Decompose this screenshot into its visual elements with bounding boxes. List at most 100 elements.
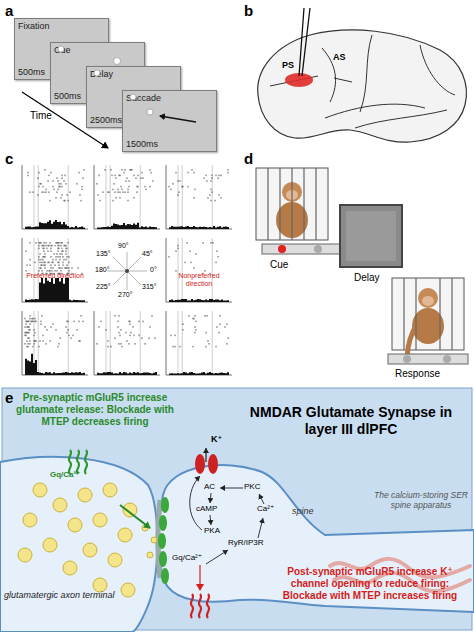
fixation-dot	[130, 94, 136, 100]
postsynaptic-mglur5	[191, 594, 209, 618]
cascade-arrow	[259, 494, 264, 504]
nmda-receptors	[158, 497, 169, 584]
region-label: AS	[333, 52, 353, 63]
raster-axes	[166, 238, 232, 302]
raster-axes	[166, 165, 232, 229]
raster-group	[22, 165, 232, 375]
signal-label: PKC	[244, 482, 268, 492]
signal-label: AC	[204, 482, 224, 492]
cage-bars	[268, 168, 316, 240]
electrode	[299, 8, 310, 76]
spike-histogram	[97, 223, 157, 229]
epoch-name: Fixation	[18, 21, 50, 31]
food-well	[314, 245, 322, 253]
cue-dot	[114, 58, 121, 65]
cage	[392, 278, 464, 350]
pointer-arrow	[199, 565, 200, 590]
dendritic-spine	[159, 465, 474, 612]
epoch-marker	[106, 165, 140, 229]
direction-label: 135°	[96, 250, 118, 258]
vesicle	[108, 553, 122, 567]
monkey-face	[422, 296, 434, 306]
receptor	[159, 515, 167, 531]
signal-label: Gq/Ca²⁺	[172, 553, 216, 563]
vesicle	[83, 543, 97, 557]
direction-label: 315°	[142, 283, 164, 291]
cascade-arrow	[190, 476, 202, 530]
condition-label: Preferred direction	[22, 272, 88, 280]
epoch-marker	[34, 311, 68, 375]
receptor	[161, 568, 169, 584]
lunate-sulcus	[420, 45, 455, 95]
food-tray	[262, 244, 340, 254]
epoch-name: Saccade	[126, 93, 161, 103]
panel-letter: a	[5, 2, 21, 20]
structure-label: spine	[292, 506, 326, 517]
annotation: Post-synaptic mGluR5 increase K⁺ channel…	[268, 566, 472, 602]
receptor	[158, 533, 166, 549]
raster-axes	[22, 165, 88, 229]
signal-label: PKA	[204, 526, 228, 536]
raster-axes	[22, 238, 88, 302]
vesicle	[68, 518, 82, 532]
vesicles	[18, 483, 157, 597]
food-tray	[388, 354, 468, 364]
epoch-marker	[178, 238, 212, 302]
cage	[256, 168, 328, 240]
axon-terminal	[0, 457, 157, 632]
epoch-name: Cue	[54, 45, 71, 55]
direction-label: 180°	[95, 266, 117, 274]
monkey-head	[418, 288, 438, 308]
spike-histogram	[25, 220, 85, 229]
task-screen: Saccade 1500ms	[122, 90, 217, 152]
epoch-duration: 500ms	[54, 91, 81, 101]
glutamate	[151, 537, 157, 543]
vesicle	[103, 483, 117, 497]
axis-label: Time	[30, 110, 70, 122]
receptor	[161, 497, 169, 513]
spike-raster	[26, 242, 82, 274]
spike-raster	[171, 315, 228, 347]
raster-axes	[94, 311, 160, 375]
phase-label: Response	[395, 368, 455, 380]
spike-histogram	[169, 226, 229, 229]
epoch-duration: 1500ms	[126, 139, 158, 149]
food-well-cued	[278, 245, 286, 253]
vesicle	[93, 513, 107, 527]
spike-histogram	[25, 278, 85, 302]
epoch-duration: 500ms	[18, 67, 45, 77]
structure-label: glutamatergic axon terminal	[4, 590, 84, 601]
brain-outline	[258, 30, 467, 142]
vesicle	[23, 513, 37, 527]
saccade-arrow	[160, 116, 196, 122]
vesicle	[118, 528, 132, 542]
phase-label: Delay	[354, 272, 404, 284]
signal-label: Gq/Ca²⁺	[50, 470, 94, 480]
release-arrow	[120, 505, 150, 528]
screen-panel	[346, 211, 396, 261]
signal-label: RyR/IP3R	[228, 538, 272, 548]
cage-bars	[404, 278, 452, 350]
vesicle	[18, 548, 32, 562]
direction-label: 225°	[96, 283, 118, 291]
temporal-sulcus	[355, 110, 447, 128]
vesicle	[121, 583, 135, 597]
k-channel	[208, 454, 218, 474]
direction-label: 45°	[142, 250, 164, 258]
food-well	[443, 355, 451, 363]
direction-label: 0°	[150, 266, 172, 274]
vesicle	[63, 561, 77, 575]
cascade-arrow	[258, 518, 263, 538]
arcuate-sulcus	[322, 48, 352, 102]
panel-letter: b	[244, 2, 260, 20]
cascade-arrow	[210, 515, 211, 525]
spike-raster	[169, 242, 218, 274]
spike-raster	[97, 315, 155, 347]
food-well	[403, 355, 411, 363]
vesicle	[53, 498, 67, 512]
structure-label: The calcium-storing SER spine apparatus	[372, 490, 470, 510]
raster-axes	[166, 311, 232, 375]
vesicle	[78, 488, 92, 502]
raster-axes	[94, 165, 160, 229]
